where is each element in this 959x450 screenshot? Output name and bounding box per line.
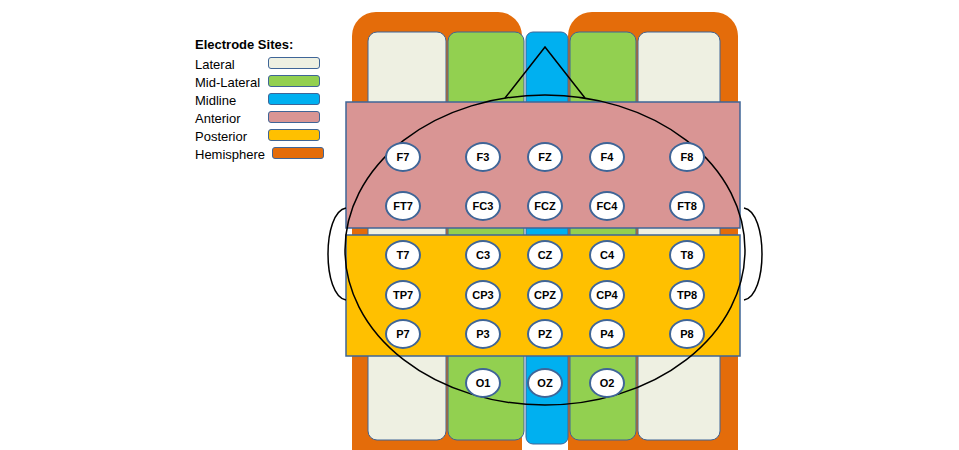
electrode-site: F3 <box>465 142 501 172</box>
legend-swatch <box>268 93 320 105</box>
electrode-label: TP7 <box>393 290 413 301</box>
electrode-site: FC4 <box>589 191 625 221</box>
electrode-label: P3 <box>476 329 489 340</box>
ear-outline <box>328 208 346 300</box>
electrode-label: CZ <box>538 250 553 261</box>
electrode-site: C4 <box>589 240 625 270</box>
anterior-region <box>346 102 740 228</box>
electrode-site: O2 <box>589 368 625 398</box>
electrode-label: C3 <box>476 250 490 261</box>
electrode-label: TP8 <box>677 290 697 301</box>
head-outline <box>345 95 745 405</box>
electrode-label: T7 <box>397 250 410 261</box>
legend-entry: Posterior <box>195 127 335 143</box>
electrode-site: CZ <box>527 240 563 270</box>
electrode-site: OZ <box>527 368 563 398</box>
electrode-label: CPZ <box>534 290 556 301</box>
legend-text: Hemisphere <box>195 147 265 162</box>
legend-entry: Lateral <box>195 55 335 71</box>
legend-title: Electrode Sites: <box>195 37 293 52</box>
electrode-site: P3 <box>465 319 501 349</box>
electrode-site: TP8 <box>669 280 705 310</box>
posterior-region <box>346 235 740 356</box>
legend-entry: Hemisphere <box>195 145 335 161</box>
legend-swatch <box>268 129 320 141</box>
legend-swatch <box>268 75 320 87</box>
legend-text: Midline <box>195 93 236 108</box>
electrode-label: CP3 <box>472 290 493 301</box>
electrode-site: FT7 <box>385 191 421 221</box>
electrode-label: P8 <box>680 329 693 340</box>
legend-swatch <box>272 147 324 159</box>
electrode-label: FCZ <box>534 201 555 212</box>
electrode-site: F8 <box>669 142 705 172</box>
electrode-site: FCZ <box>527 191 563 221</box>
legend-swatch <box>268 57 320 69</box>
electrode-site: O1 <box>465 368 501 398</box>
electrode-site: T7 <box>385 240 421 270</box>
electrode-site: C3 <box>465 240 501 270</box>
electrode-site: FC3 <box>465 191 501 221</box>
electrode-label: O1 <box>476 378 491 389</box>
electrode-label: F3 <box>477 152 490 163</box>
electrode-site: CP4 <box>589 280 625 310</box>
hemisphere-region <box>568 12 738 450</box>
electrode-site: F7 <box>385 142 421 172</box>
legend-entry: Anterior <box>195 109 335 125</box>
nose-outline <box>505 47 585 98</box>
legend-text: Posterior <box>195 129 247 144</box>
electrode-site: FZ <box>527 142 563 172</box>
legend-entry: Mid-Lateral <box>195 73 335 89</box>
electrode-site: CPZ <box>527 280 563 310</box>
legend-swatch <box>268 111 320 123</box>
legend-text: Lateral <box>195 57 235 72</box>
legend-text: Mid-Lateral <box>195 75 260 90</box>
electrode-site: T8 <box>669 240 705 270</box>
electrode-label: FC4 <box>597 201 618 212</box>
electrode-label: P4 <box>600 329 613 340</box>
legend-text: Anterior <box>195 111 241 126</box>
electrode-site: F4 <box>589 142 625 172</box>
electrode-label: CP4 <box>596 290 617 301</box>
electrode-label: PZ <box>538 329 552 340</box>
electrode-site: TP7 <box>385 280 421 310</box>
electrode-label: P7 <box>396 329 409 340</box>
electrode-site: FT8 <box>669 191 705 221</box>
electrode-label: FC3 <box>473 201 494 212</box>
electrode-site: P4 <box>589 319 625 349</box>
electrode-label: T8 <box>681 250 694 261</box>
electrode-label: F7 <box>397 152 410 163</box>
electrode-label: FT7 <box>393 201 413 212</box>
electrode-label: O2 <box>600 378 615 389</box>
electrode-label: OZ <box>537 378 552 389</box>
electrode-label: F4 <box>601 152 614 163</box>
ear-outline <box>744 208 762 300</box>
electrode-label: FZ <box>538 152 551 163</box>
electrode-site: P7 <box>385 319 421 349</box>
electrode-site: CP3 <box>465 280 501 310</box>
electrode-site: PZ <box>527 319 563 349</box>
electrode-label: C4 <box>600 250 614 261</box>
electrode-label: FT8 <box>677 201 697 212</box>
legend-entry: Midline <box>195 91 335 107</box>
electrode-site: P8 <box>669 319 705 349</box>
electrode-label: F8 <box>681 152 694 163</box>
